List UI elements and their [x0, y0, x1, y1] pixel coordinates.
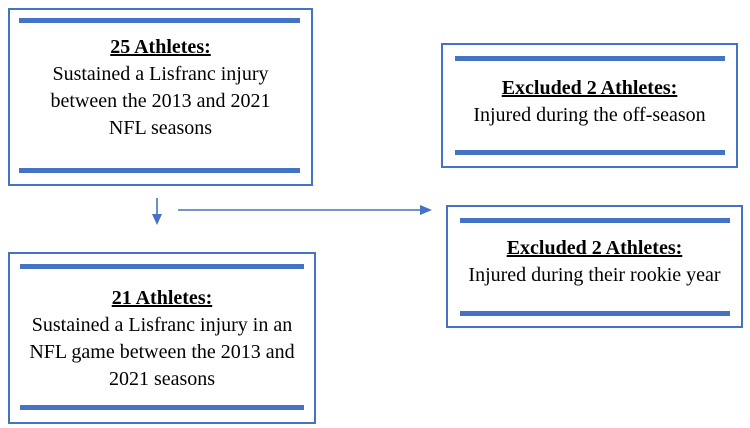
box-title: Excluded 2 Athletes:: [501, 77, 678, 99]
box-text-line: NFL seasons: [108, 117, 213, 139]
initial-cohort-box: 25 Athletes: Sustained a Lisfranc injury…: [8, 8, 313, 186]
box-top-bar: [19, 18, 300, 23]
box-text-line: Injured during their rookie year: [468, 264, 721, 286]
box-text: 21 Athletes: Sustained a Lisfranc injury…: [10, 285, 314, 393]
box-text-line: Sustained a Lisfranc injury in an: [31, 314, 293, 336]
box-top-bar: [460, 218, 730, 223]
box-title: 21 Athletes:: [111, 287, 213, 309]
box-text: Excluded 2 Athletes: Injured during the …: [443, 75, 736, 129]
final-cohort-box: 21 Athletes: Sustained a Lisfranc injury…: [8, 252, 316, 424]
box-text: 25 Athletes: Sustained a Lisfranc injury…: [10, 34, 311, 142]
exclusion-box-off-season: Excluded 2 Athletes: Injured during the …: [441, 43, 738, 168]
box-text-line: Sustained a Lisfranc injury: [52, 63, 269, 85]
box-top-bar: [20, 264, 304, 269]
box-text-line: between the 2013 and 2021: [50, 90, 271, 112]
box-text-line: NFL game between the 2013 and: [29, 341, 295, 363]
box-bottom-bar: [19, 168, 300, 173]
box-bottom-bar: [20, 405, 304, 410]
box-text-line: Injured during the off-season: [473, 104, 706, 126]
exclusion-box-rookie-year: Excluded 2 Athletes: Injured during thei…: [446, 205, 743, 328]
box-bottom-bar: [460, 311, 730, 316]
down-arrow: [152, 198, 162, 225]
box-title: 25 Athletes:: [110, 36, 211, 58]
box-text-line: 2021 seasons: [108, 368, 216, 390]
box-title: Excluded 2 Athletes:: [506, 237, 683, 259]
right-arrow: [178, 205, 432, 215]
box-bottom-bar: [455, 150, 725, 155]
box-text: Excluded 2 Athletes: Injured during thei…: [448, 235, 741, 289]
box-top-bar: [455, 56, 725, 61]
